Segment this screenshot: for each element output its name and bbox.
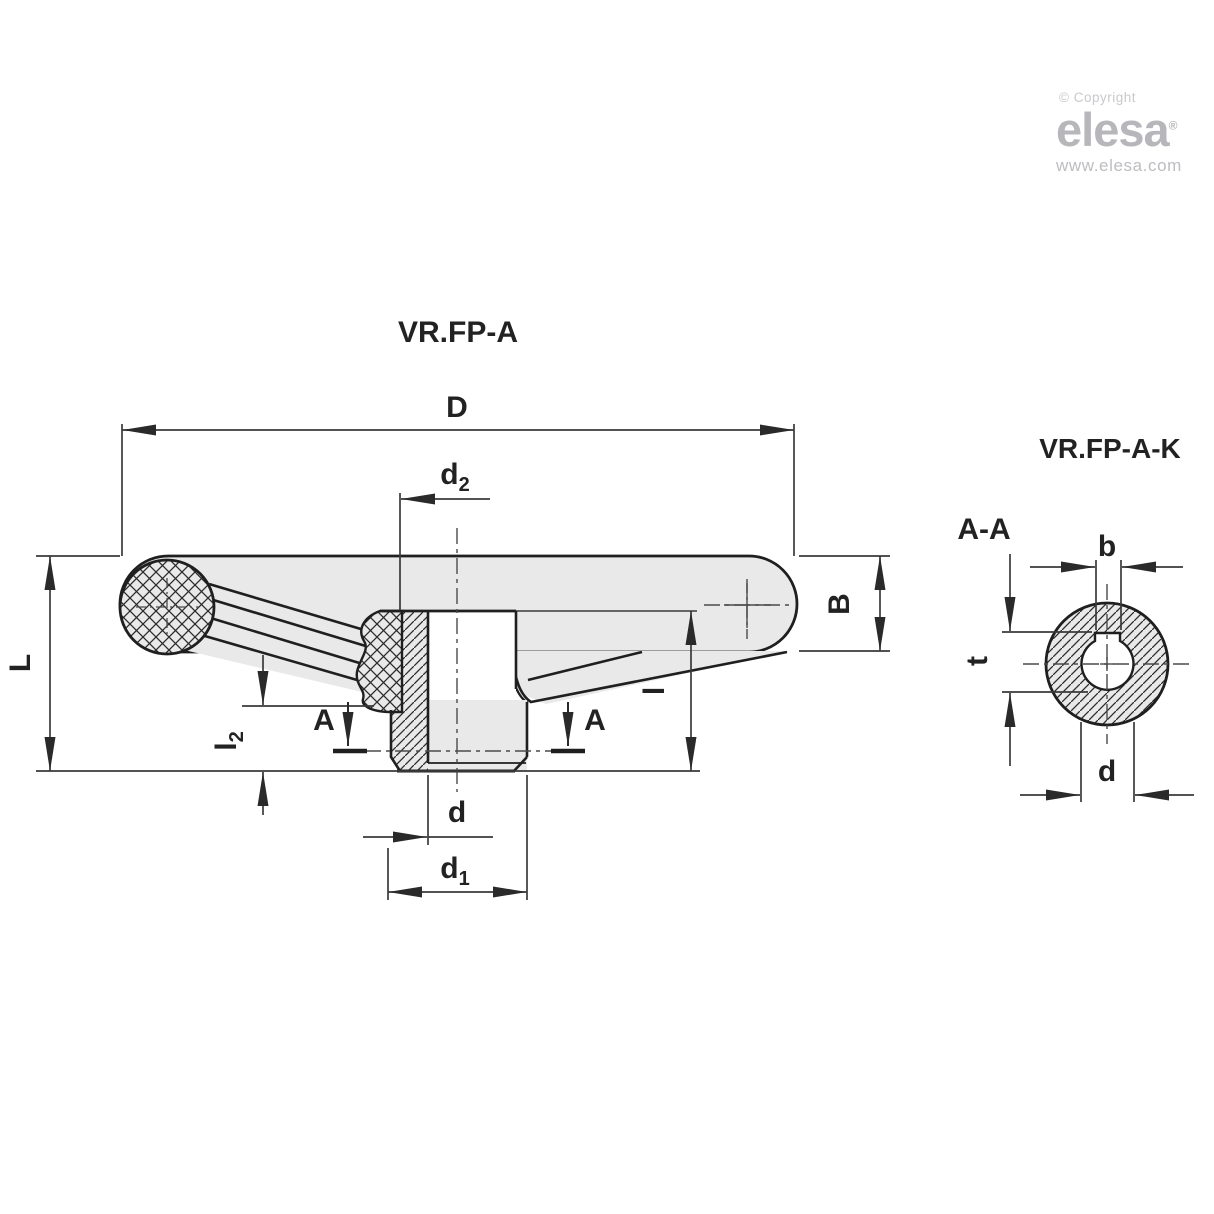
brand-watermark: © Copyright elesa® www.elesa.com [1056,90,1212,176]
label-d: d [448,796,466,829]
dimensions-key-view [1002,554,1194,802]
hub-left-lower-edge [389,710,402,772]
key-view-centerlines [1023,584,1192,744]
label-D: D [446,391,468,424]
knob [118,558,216,656]
label-l2: l2 [210,731,248,750]
main-view: VR.FP-A D d2 L l2 A A d d1 l B [4,316,890,900]
label-L: L [4,654,37,672]
label-A-left: A [313,704,335,737]
registered-mark: ® [1168,118,1178,133]
hub [355,609,697,773]
label-t: t [961,656,994,666]
dimensions-main [36,424,890,900]
label-B: B [823,593,856,615]
key-view: VR.FP-A-K A-A b t d [957,433,1194,802]
hub-wall-section [391,611,428,771]
label-dk: d [1098,755,1116,788]
spoke-section [355,609,404,714]
copyright-text: © Copyright [1059,90,1136,105]
brand-logo: elesa® [1056,105,1212,154]
left-spokes [180,582,375,692]
key-view-title: VR.FP-A-K [1039,433,1181,464]
label-d1: d1 [440,852,469,890]
label-d2: d2 [440,458,469,496]
centerlines [456,528,791,792]
hub-chamfer [513,756,528,772]
brand-logo-text: elesa [1056,103,1170,156]
brand-website: www.elesa.com [1056,156,1182,176]
main-view-title: VR.FP-A [398,316,518,349]
section-cut-A-A [333,702,585,754]
label-section-AA: A-A [957,513,1010,546]
label-A-right: A [584,704,606,737]
label-l: l [638,687,671,695]
label-b: b [1098,530,1116,563]
